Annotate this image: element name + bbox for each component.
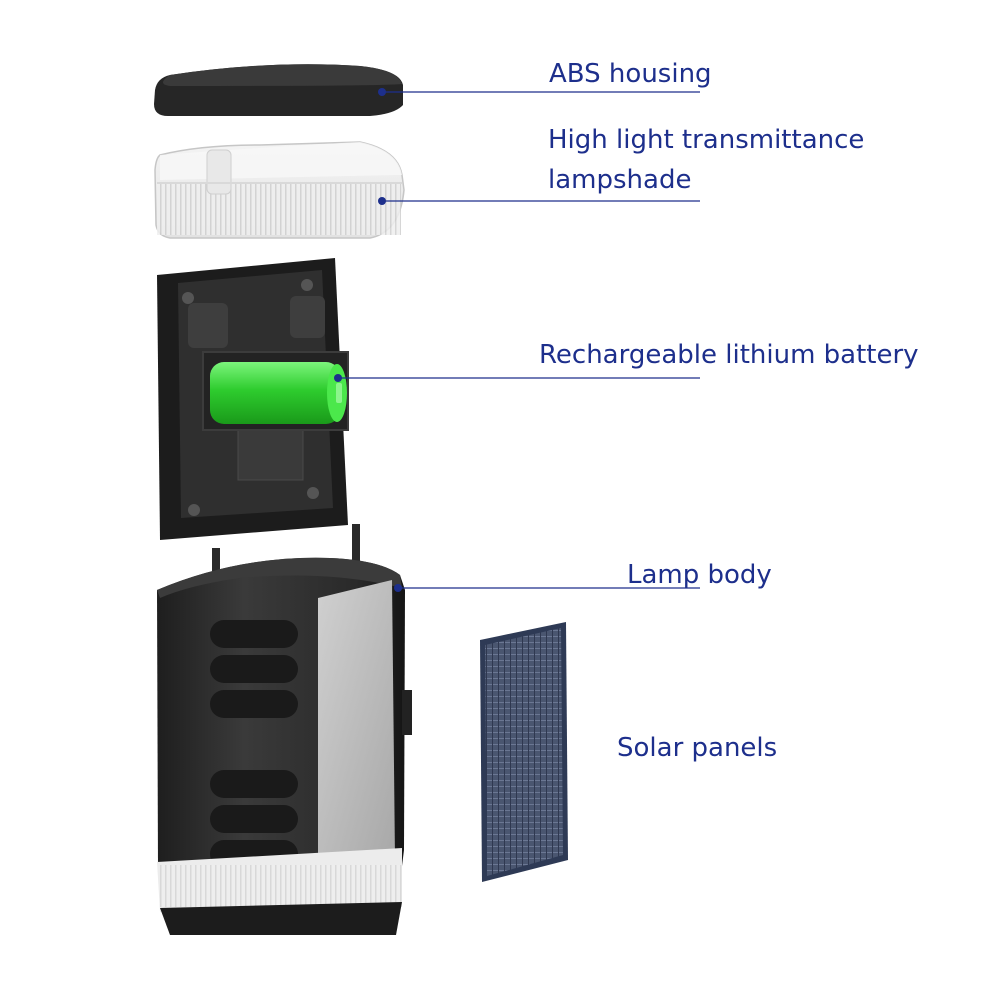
label-battery: Rechargeable lithium battery [539, 335, 919, 375]
label-lampshade-line-1: High light transmittance [548, 125, 865, 155]
solar-panel-part [480, 622, 568, 882]
label-battery-text: Rechargeable lithium battery [539, 340, 919, 370]
label-lampshade: High light transmittance lampshade [548, 120, 864, 200]
leader-lines [338, 91, 700, 589]
lamp-body-part [157, 524, 412, 935]
lampshade-part [154, 141, 405, 239]
label-lamp-body: Lamp body [627, 555, 772, 595]
leader-dot-battery [334, 374, 342, 382]
label-abs-housing: ABS housing [549, 54, 712, 94]
label-abs-housing-text: ABS housing [549, 59, 712, 89]
leader-dot-abs [378, 88, 386, 96]
label-solar-panels: Solar panels [617, 728, 777, 768]
leader-dots [334, 88, 402, 592]
battery-cell [210, 362, 347, 424]
leader-dot-lamp-body [394, 584, 402, 592]
label-lampshade-line-2: lampshade [548, 165, 692, 195]
abs-housing-part [154, 64, 403, 116]
label-lamp-body-text: Lamp body [627, 560, 772, 590]
leader-dot-lampshade [378, 197, 386, 205]
label-solar-panels-text: Solar panels [617, 733, 778, 763]
